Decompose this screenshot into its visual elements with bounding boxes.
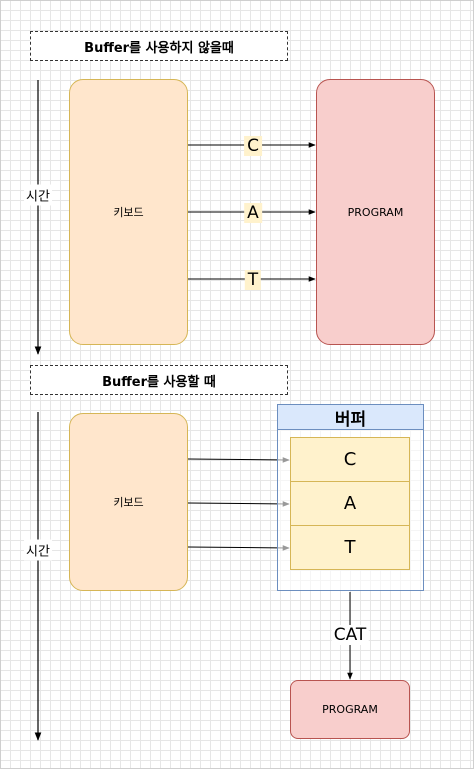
buffer-cell-t: T [290, 525, 410, 570]
section-title-text: Buffer를 사용할 때 [102, 374, 216, 390]
arrow-label-c: C [244, 136, 262, 156]
section-title-without-buffer: Buffer를 사용하지 않을때 [30, 31, 288, 61]
program-box-top: PROGRAM [316, 79, 435, 345]
keyboard-box-top: 키보드 [69, 79, 188, 345]
program-box-bottom: PROGRAM [290, 680, 410, 739]
buffer-container: 버퍼 C A T [277, 404, 424, 591]
buffer-title: 버퍼 [278, 405, 423, 430]
section-title-text: Buffer를 사용하지 않을때 [84, 40, 234, 56]
arrow-label-a: A [244, 203, 262, 223]
section-title-with-buffer: Buffer를 사용할 때 [30, 365, 288, 395]
program-label: PROGRAM [322, 703, 378, 716]
arrow-label-t: T [244, 270, 262, 290]
output-label-cat: CAT [331, 625, 369, 645]
keyboard-label: 키보드 [113, 496, 144, 509]
keyboard-box-bottom: 키보드 [69, 413, 188, 591]
keyboard-label: 키보드 [113, 206, 144, 219]
buffer-cell-a: A [290, 481, 410, 526]
time-label-top: 시간 [24, 184, 52, 206]
time-label-bottom: 시간 [24, 539, 52, 561]
buffer-cell-c: C [290, 437, 410, 482]
program-label: PROGRAM [347, 205, 404, 219]
